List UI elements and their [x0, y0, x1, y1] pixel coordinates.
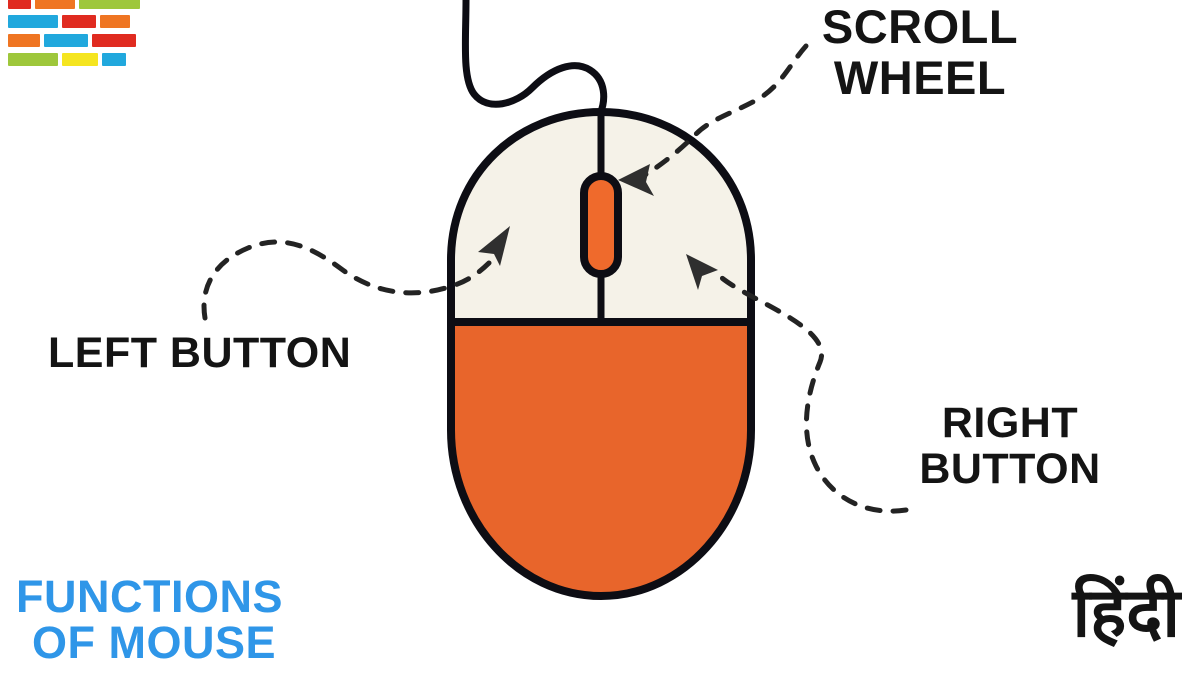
- leader-scroll-wheel-arrowhead: [618, 164, 654, 196]
- page-title-line-2: OF MOUSE: [32, 616, 277, 668]
- bars-logo-bar: [92, 34, 136, 47]
- label-scroll-wheel: SCROLL WHEEL: [821, 0, 1019, 104]
- bars-logo-row: [8, 53, 140, 66]
- mouse-right-button: [601, 112, 751, 322]
- mouse-cord-icon: [461, 0, 608, 118]
- bars-logo-bar: [8, 34, 40, 47]
- bars-logo-row: [8, 34, 140, 47]
- bars-logo-bar: [62, 53, 98, 66]
- mouse-left-button: [451, 112, 601, 322]
- language-mark: हिंदी: [1072, 574, 1180, 653]
- bars-logo-bar: [62, 15, 96, 28]
- bars-logo-bar: [78, 0, 140, 9]
- bars-logo-bar: [100, 15, 130, 28]
- bars-logo-row: [8, 15, 140, 28]
- page-title-line-1: FUNCTIONS: [16, 571, 283, 622]
- leader-right-button-arrowhead: [686, 254, 718, 290]
- bars-logo: [8, 0, 140, 72]
- leader-left-button: [201, 239, 493, 321]
- leader-scroll-wheel: [637, 43, 809, 181]
- leader-left-button-arrowhead: [478, 226, 510, 266]
- mouse-scroll-wheel: [580, 172, 622, 278]
- bars-logo-bar: [8, 15, 58, 28]
- bars-logo-bar: [102, 53, 126, 66]
- bars-logo-bar: [34, 0, 75, 9]
- label-left-button: LEFT BUTTON: [48, 329, 352, 377]
- label-right-button: RIGHT BUTTON: [919, 399, 1101, 494]
- bars-logo-bar: [8, 53, 58, 66]
- bars-logo-bar: [8, 0, 31, 9]
- bars-logo-bar: [44, 34, 88, 47]
- leader-right-button: [719, 275, 909, 514]
- mouse-body: [447, 318, 755, 600]
- bars-logo-row: [8, 0, 140, 9]
- page-title: FUNCTIONS OF MOUSE: [8, 574, 338, 666]
